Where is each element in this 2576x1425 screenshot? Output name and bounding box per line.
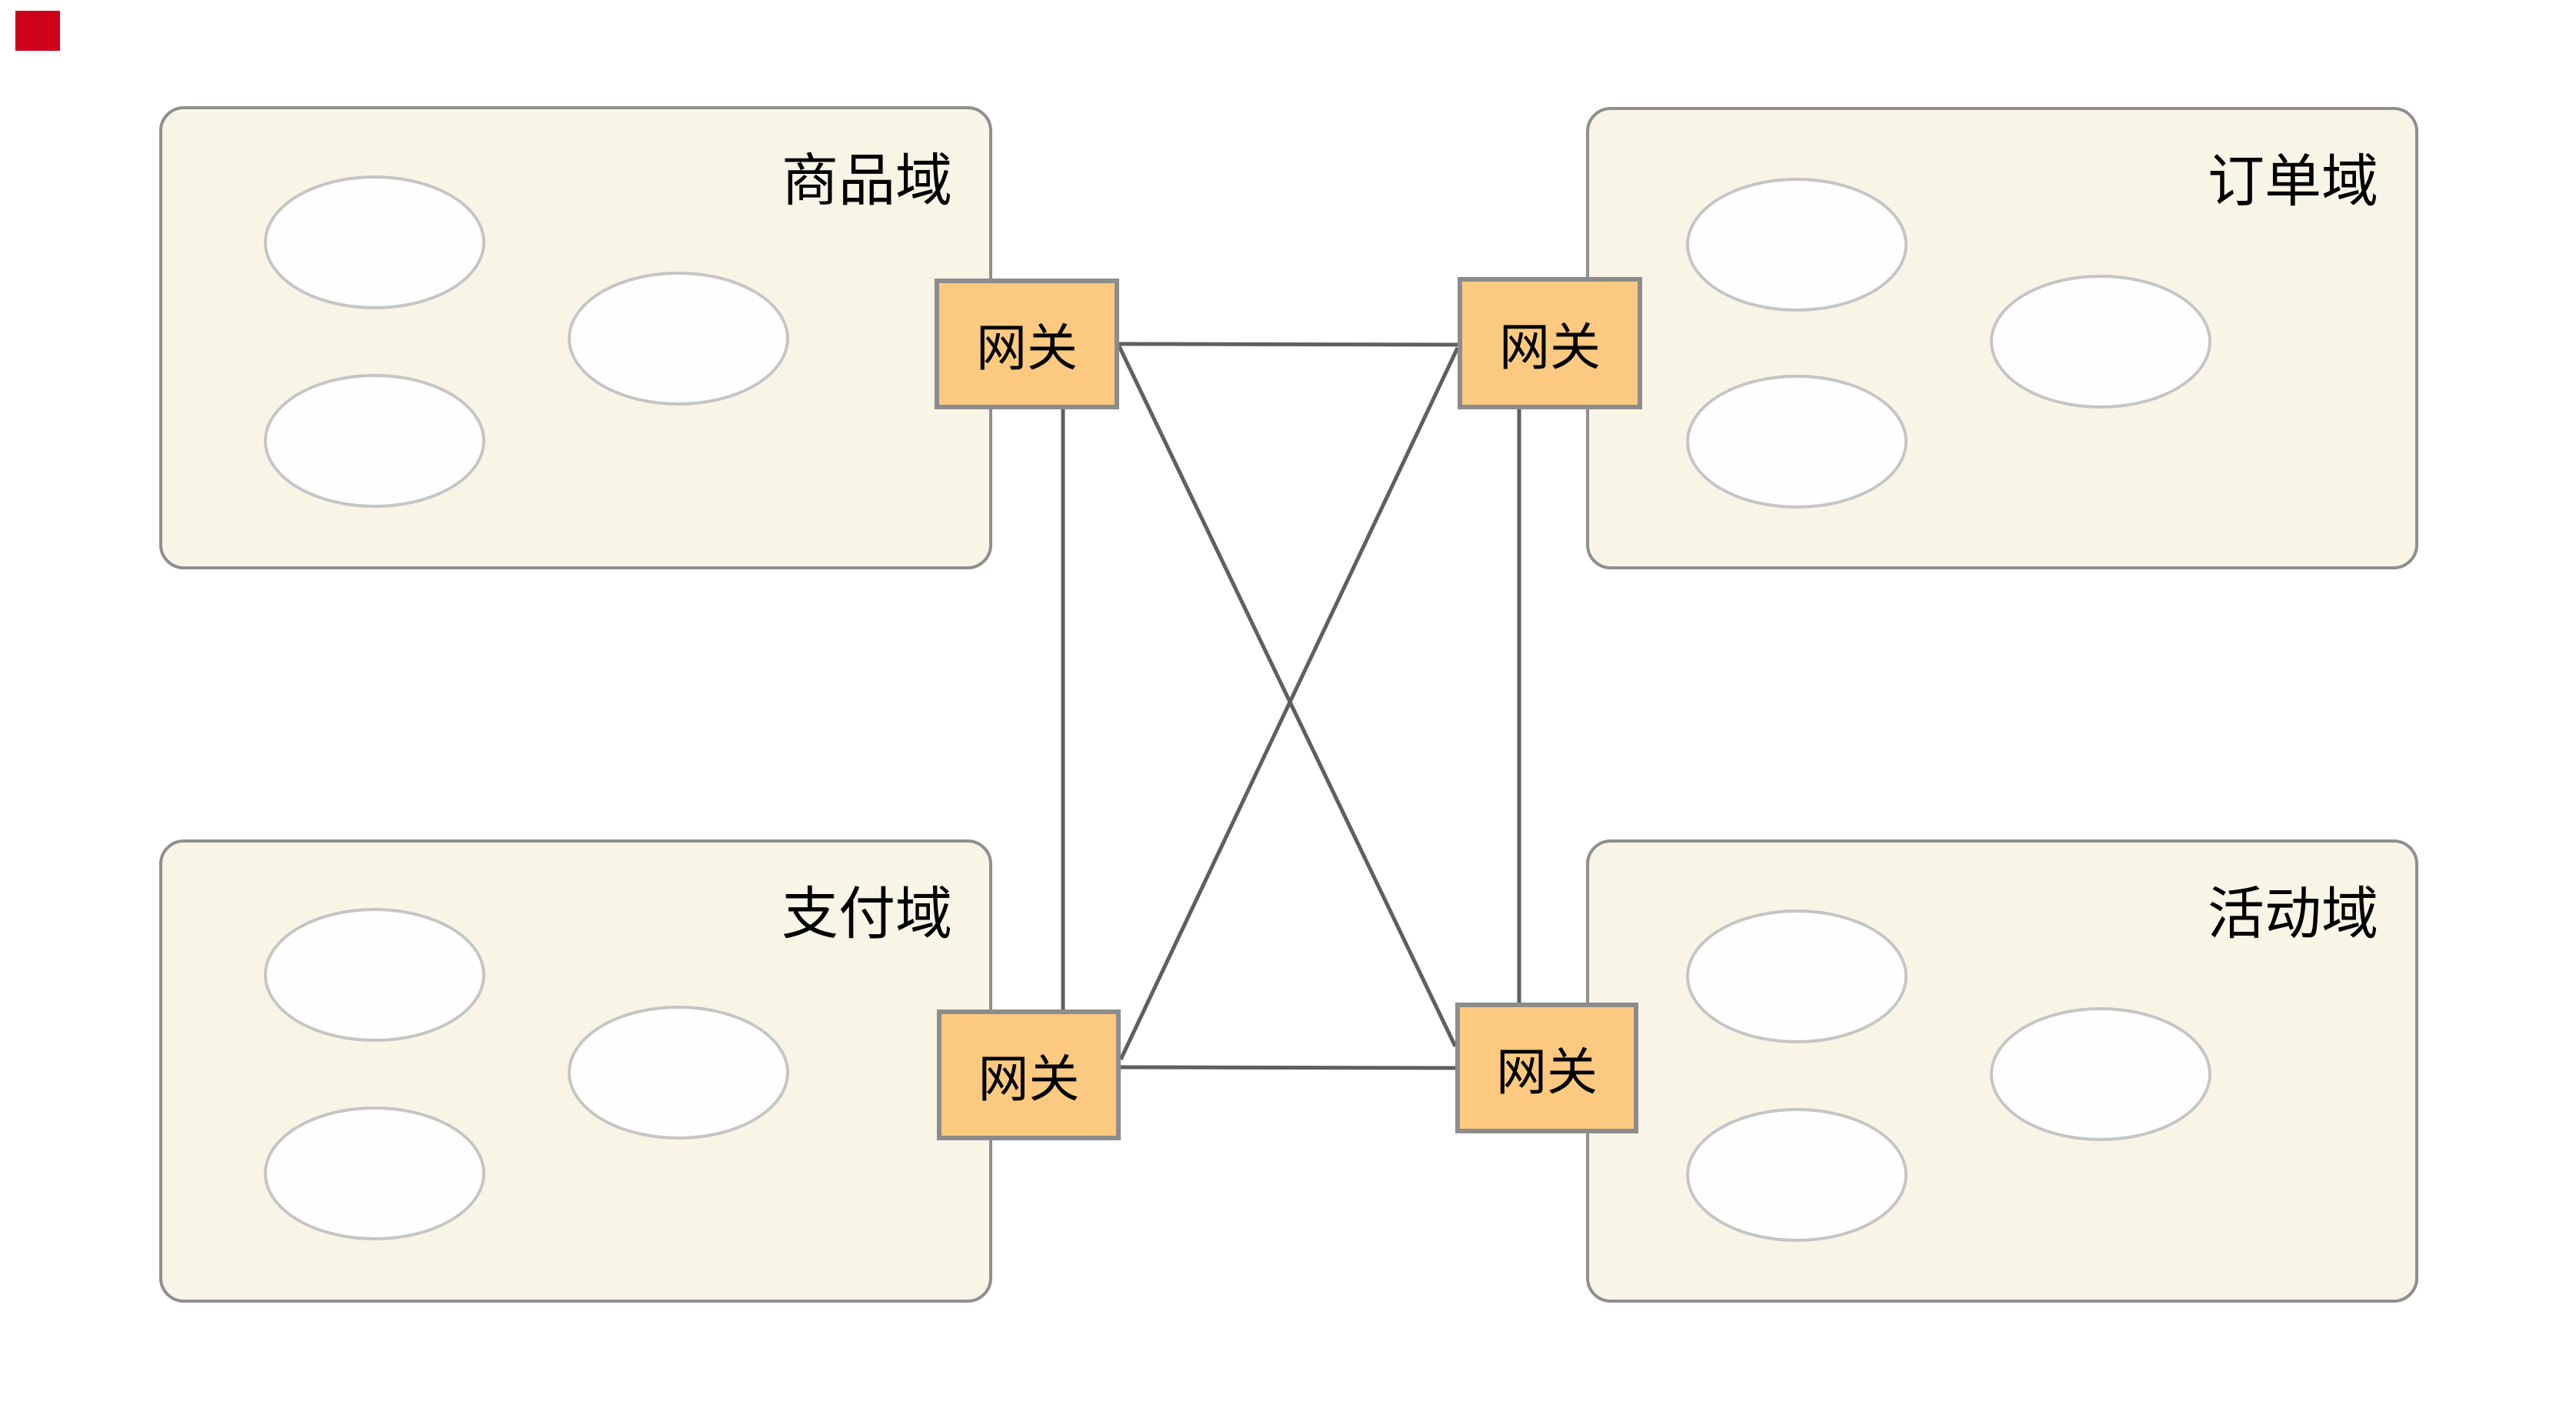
service-ellipse (264, 175, 485, 309)
link-order-payment (1118, 346, 1460, 1061)
gateway-node-product: 网关 (935, 279, 1119, 409)
gateway-label: 网关 (1496, 1043, 1598, 1100)
gateway-label: 网关 (1499, 319, 1601, 375)
domain-label-product: 商品域 (781, 149, 952, 212)
service-ellipse (1686, 909, 1908, 1043)
service-ellipse (264, 908, 485, 1042)
red-corner-marker (15, 11, 60, 51)
link-product-order (1118, 342, 1458, 347)
domain-label-order: 订单域 (2208, 149, 2378, 213)
gateway-node-activity: 网关 (1455, 1003, 1638, 1133)
gateway-node-order: 网关 (1458, 277, 1642, 409)
service-ellipse (1990, 1007, 2211, 1141)
gateway-label: 网关 (978, 1050, 1080, 1107)
service-ellipse (568, 1006, 789, 1140)
service-ellipse (1686, 1108, 1908, 1242)
service-ellipse (264, 1106, 485, 1240)
link-payment-activity (1120, 1065, 1456, 1070)
domain-label-activity: 活动域 (2208, 882, 2378, 946)
link-product-activity (1117, 345, 1458, 1048)
service-ellipse (264, 374, 485, 508)
service-ellipse (1686, 375, 1908, 509)
service-ellipse (1686, 178, 1908, 312)
service-ellipse (568, 272, 789, 405)
domain-label-payment: 支付域 (781, 882, 952, 946)
gateway-label: 网关 (976, 319, 1078, 376)
service-ellipse (1990, 275, 2211, 409)
gateway-node-payment: 网关 (937, 1010, 1121, 1140)
